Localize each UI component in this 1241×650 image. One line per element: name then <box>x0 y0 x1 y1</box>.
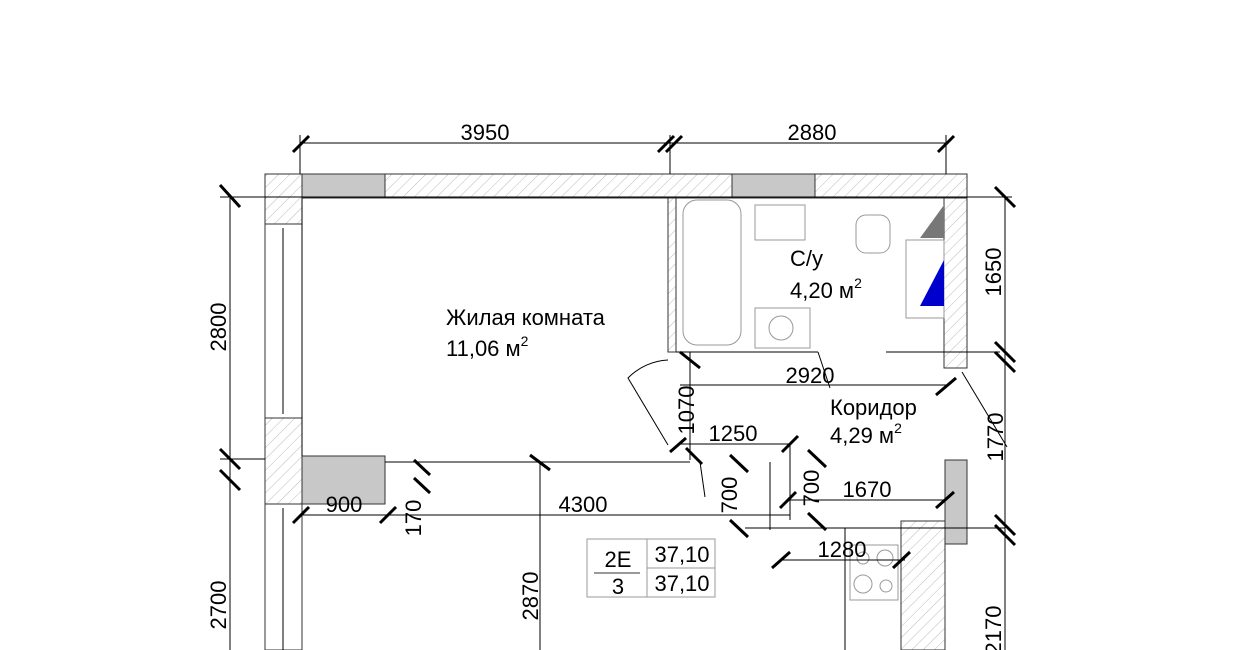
legend-area-total: 37,10 <box>654 542 709 567</box>
dim-2920: 2920 <box>786 363 835 388</box>
dim-1650: 1650 <box>981 248 1006 297</box>
dim-1250: 1250 <box>709 421 758 446</box>
dim-1280: 1280 <box>818 537 867 562</box>
dim-3950: 3950 <box>461 120 510 145</box>
dim-2870: 2870 <box>518 572 543 621</box>
dim-170: 170 <box>401 500 426 537</box>
legend-area-living: 37,10 <box>654 571 709 596</box>
room-corridor-name: Коридор <box>830 395 917 420</box>
room-living-area: 11,06 м2 <box>446 333 529 361</box>
dim-1770: 1770 <box>983 413 1008 462</box>
dim-2800: 2800 <box>206 303 231 352</box>
dim-700-a: 700 <box>717 477 742 514</box>
room-corridor-area: 4,29 м2 <box>830 420 902 448</box>
room-bathroom-area: 4,20 м2 <box>790 275 862 303</box>
blue-marker <box>920 260 944 306</box>
dimension-lines <box>218 134 1017 650</box>
dim-700-b: 700 <box>799 470 824 507</box>
toilet <box>855 214 891 254</box>
apartment-legend: 2E 3 37,10 37,10 <box>586 538 716 599</box>
legend-floor: 3 <box>612 574 624 599</box>
fixtures <box>627 199 1008 601</box>
dim-2880: 2880 <box>788 120 837 145</box>
bathtub <box>682 199 742 346</box>
dim-2700: 2700 <box>206 581 231 630</box>
sink <box>754 204 806 241</box>
dim-2170: 2170 <box>981 606 1006 650</box>
dim-900: 900 <box>326 492 363 517</box>
dim-1670: 1670 <box>843 477 892 502</box>
legend-code: 2E <box>605 547 632 572</box>
room-living-name: Жилая комната <box>446 305 606 330</box>
dim-1070: 1070 <box>674 386 699 435</box>
walls <box>264 173 1006 650</box>
dim-4300: 4300 <box>559 492 608 517</box>
room-bathroom-name: С/у <box>790 246 823 271</box>
